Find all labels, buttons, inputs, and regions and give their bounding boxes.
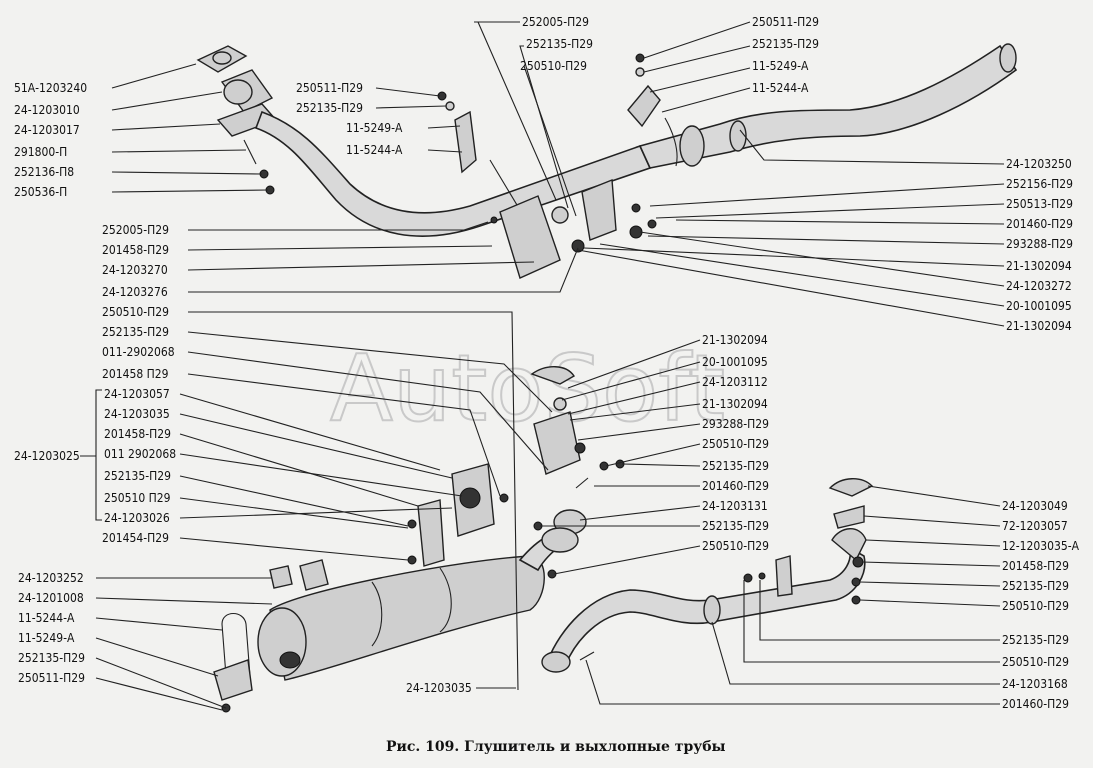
label-252156-p29: 252156-П29 — [1006, 177, 1073, 191]
label-12-1203035-a: 12-1203035-А — [1002, 539, 1080, 553]
label-250511-p29-tr: 250511-П29 — [752, 15, 819, 29]
label-20-1001095-r: 20-1001095 — [1006, 299, 1072, 313]
part-number-labels: 252005-П29 252135-П29 250510-П29 250511-… — [14, 15, 1080, 711]
label-252136-p8: 252136-П8 — [14, 165, 74, 179]
label-252135-p29-l: 252135-П29 — [102, 325, 169, 339]
label-24-1203017: 24-1203017 — [14, 123, 80, 137]
label-24-1203010: 24-1203010 — [14, 103, 80, 117]
leader-lines — [80, 21, 1005, 711]
label-24-1203049: 24-1203049 — [1002, 499, 1068, 513]
label-250510-p29-br: 250510-П29 — [1002, 655, 1069, 669]
label-250510-p29-l: 250510-П29 — [102, 305, 169, 319]
label-250511-p29-tl: 250511-П29 — [296, 81, 363, 95]
label-252135-p29-c: 252135-П29 — [702, 459, 769, 473]
label-252135-p29-tl: 252135-П29 — [296, 101, 363, 115]
label-11-5249-a-tr: 11-5249-А — [752, 59, 809, 73]
label-11-5244-a-tr: 11-5244-А — [752, 81, 809, 95]
label-252005-p29-top: 252005-П29 — [522, 15, 589, 29]
watermark: AutoSoft — [330, 335, 725, 442]
label-201454-p29: 201454-П29 — [102, 531, 169, 545]
rear-exhaust-pipe — [541, 546, 866, 673]
label-252135-p29-top: 252135-П29 — [526, 37, 593, 51]
label-250511-p29-bl: 250511-П29 — [18, 671, 85, 685]
label-252135-p29-r: 252135-П29 — [1002, 579, 1069, 593]
label-11-5244-a-bl: 11-5244-А — [18, 611, 75, 625]
label-252135-p29-br: 252135-П29 — [1002, 633, 1069, 647]
label-24-1203131: 24-1203131 — [702, 499, 768, 513]
label-21-1302094-r1: 21-1302094 — [1006, 259, 1072, 273]
front-clamp-left — [454, 110, 521, 211]
label-72-1203057: 72-1203057 — [1002, 519, 1068, 533]
label-293288-p29-c: 293288-П29 — [702, 417, 769, 431]
figure-caption: Рис. 109. Глушитель и выхлопные трубы — [386, 739, 726, 755]
label-24-1203168: 24-1203168 — [1002, 677, 1068, 691]
label-21-1302094-c1: 21-1302094 — [702, 333, 768, 347]
label-250513-p29: 250513-П29 — [1006, 197, 1073, 211]
label-252135-p29-c2: 252135-П29 — [702, 519, 769, 533]
label-24-1203026: 24-1203026 — [104, 511, 170, 525]
muffler-clamps — [213, 559, 329, 713]
label-21-1302094-r2: 21-1302094 — [1006, 319, 1072, 333]
front-exhaust-pipe — [196, 43, 1018, 237]
label-20-1001095-c: 20-1001095 — [702, 355, 768, 369]
label-250510-p29-top: 250510-П29 — [520, 59, 587, 73]
label-201458-p29-l2: 201458 П29 — [102, 367, 169, 381]
label-24-1203035-b: 24-1203035 — [406, 681, 472, 695]
label-252005-p29-l: 252005-П29 — [102, 223, 169, 237]
label-201458-p29-r: 201458-П29 — [1002, 559, 1069, 573]
label-24-1203276: 24-1203276 — [102, 285, 168, 299]
label-24-1203035-g: 24-1203035 — [104, 407, 170, 421]
label-24-1203272: 24-1203272 — [1006, 279, 1072, 293]
label-011-2902068-l: 011-2902068 — [102, 345, 175, 359]
label-250510-p29-c2: 250510-П29 — [702, 539, 769, 553]
label-250510-p29-c: 250510-П29 — [702, 437, 769, 451]
label-24-1203025: 24-1203025 — [14, 449, 80, 463]
label-24-1201008: 24-1201008 — [18, 591, 84, 605]
label-24-1203057: 24-1203057 — [104, 387, 170, 401]
label-011-2902068-g: 011 2902068 — [104, 447, 176, 461]
label-291800-p: 291800-П — [14, 145, 67, 159]
label-250510-p29-g: 250510 П29 — [104, 491, 171, 505]
label-21-1302094-c2: 21-1302094 — [702, 397, 768, 411]
muffler — [257, 535, 560, 681]
label-51a-1203240: 51А-1203240 — [14, 81, 87, 95]
label-11-5249-a-tl: 11-5249-А — [346, 121, 403, 135]
label-250536-p: 250536-П — [14, 185, 67, 199]
label-293288-p29-r: 293288-П29 — [1006, 237, 1073, 251]
label-201458-p29-g: 201458-П29 — [104, 427, 171, 441]
label-201458-p29-l: 201458-П29 — [102, 243, 169, 257]
label-24-1203252: 24-1203252 — [18, 571, 84, 585]
pipe-bracket-assembly — [463, 178, 657, 279]
label-252135-p29-g: 252135-П29 — [104, 469, 171, 483]
label-250510-p29-r: 250510-П29 — [1002, 599, 1069, 613]
label-252135-p29-tr: 252135-П29 — [752, 37, 819, 51]
label-201460-p29-c: 201460-П29 — [702, 479, 769, 493]
front-clamp-right — [627, 84, 678, 167]
muffler-hanger — [407, 463, 509, 567]
label-201460-p29-r: 201460-П29 — [1006, 217, 1073, 231]
label-24-1203250: 24-1203250 — [1006, 157, 1072, 171]
label-201460-p29-br: 201460-П29 — [1002, 697, 1069, 711]
rear-pipe-gasket — [533, 509, 587, 579]
label-11-5249-a-bl: 11-5249-А — [18, 631, 75, 645]
label-24-1203112: 24-1203112 — [702, 375, 768, 389]
label-24-1203270: 24-1203270 — [102, 263, 168, 277]
label-252135-p29-bl: 252135-П29 — [18, 651, 85, 665]
label-11-5244-a-tl: 11-5244-А — [346, 143, 403, 157]
